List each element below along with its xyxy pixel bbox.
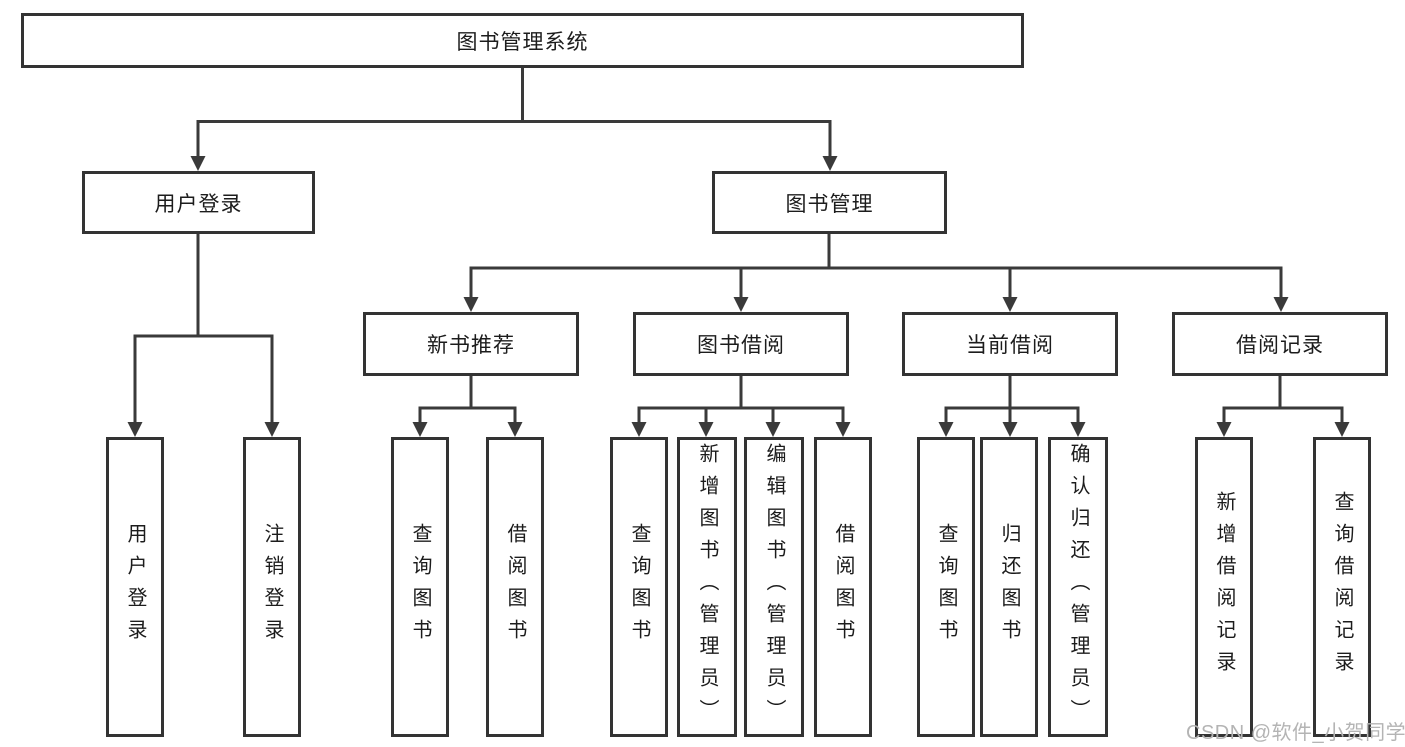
arrowhead-icon [507,422,523,437]
node-label: 新增借阅记录 [1213,491,1235,683]
leaf-query-books-current: 查询图书 [917,437,975,737]
node-current-borrowing: 当前借阅 [902,312,1118,376]
arrowhead-icon [1334,422,1350,437]
node-label: 新增图书（管理员） [696,443,718,731]
leaf-query-books-borrow: 查询图书 [610,437,668,737]
leaf-borrow-books-recommend: 借阅图书 [486,437,544,737]
arrowhead-icon [822,156,838,171]
node-label: 新书推荐 [427,334,515,357]
node-label: 确认归还（管理员） [1067,443,1089,731]
connector-root-to-level2 [196,68,832,159]
node-label: 图书借阅 [697,334,785,357]
arrowheads [127,156,1350,437]
arrowhead-icon [733,297,749,312]
node-label: 查询图书 [628,523,650,651]
arrowhead-icon [264,422,280,437]
arrowhead-icon [631,422,647,437]
arrowhead-icon [412,422,428,437]
node-label: 当前借阅 [966,334,1054,357]
connector-bookmgmt-to-level3 [469,234,1283,300]
arrowhead-icon [463,297,479,312]
node-label: 用户登录 [154,192,243,216]
leaf-borrow-books: 借阅图书 [814,437,872,737]
node-label: 用户登录 [124,523,146,651]
csdn-watermark: CSDN @软件_小贺同学 [1186,722,1405,744]
node-new-book-recommend: 新书推荐 [363,312,579,376]
node-label: 借阅图书 [832,523,854,651]
leaf-add-books-admin: 新增图书（管理员） [677,437,737,737]
arrowhead-icon [1070,422,1086,437]
arrowhead-icon [835,422,851,437]
node-label: 编辑图书（管理员） [763,443,785,731]
node-label: 借阅记录 [1236,334,1324,357]
arrowhead-icon [938,422,954,437]
node-label: 借阅图书 [504,523,526,651]
node-book-borrowing: 图书借阅 [633,312,849,376]
leaf-query-books-recommend: 查询图书 [391,437,449,737]
arrowhead-icon [190,156,206,171]
node-label: 查询借阅记录 [1331,491,1353,683]
leaf-add-borrow-record: 新增借阅记录 [1195,437,1253,737]
leaf-user-login: 用户登录 [106,437,164,737]
arrowhead-icon [1002,297,1018,312]
node-label: 查询图书 [935,523,957,651]
connector-records-to-leaves [1222,376,1344,425]
connector-currentborrow-to-leaves [944,376,1080,425]
node-user-login-branch: 用户登录 [82,171,315,234]
arrowhead-icon [698,422,714,437]
node-label: 查询图书 [409,523,431,651]
node-library-management-system: 图书管理系统 [21,13,1024,68]
arrowhead-icon [1273,297,1289,312]
leaf-query-borrow-record: 查询借阅记录 [1313,437,1371,737]
connector-userlogin-to-leaves [133,234,274,425]
leaf-logout: 注销登录 [243,437,301,737]
node-book-management-branch: 图书管理 [712,171,947,234]
node-label: 注销登录 [261,523,283,651]
arrowhead-icon [765,422,781,437]
connector-newbook-to-leaves [418,376,517,425]
leaf-return-books: 归还图书 [980,437,1038,737]
node-label: 图书管理 [785,192,874,216]
connector-bookborrow-to-leaves [637,376,845,425]
arrowhead-icon [127,422,143,437]
leaf-edit-books-admin: 编辑图书（管理员） [744,437,804,737]
node-label: 图书管理系统 [456,30,589,54]
arrowhead-icon [1216,422,1232,437]
leaf-confirm-return-admin: 确认归还（管理员） [1048,437,1108,737]
node-label: 归还图书 [998,523,1020,651]
arrowhead-icon [1002,422,1018,437]
node-borrowing-records: 借阅记录 [1172,312,1388,376]
